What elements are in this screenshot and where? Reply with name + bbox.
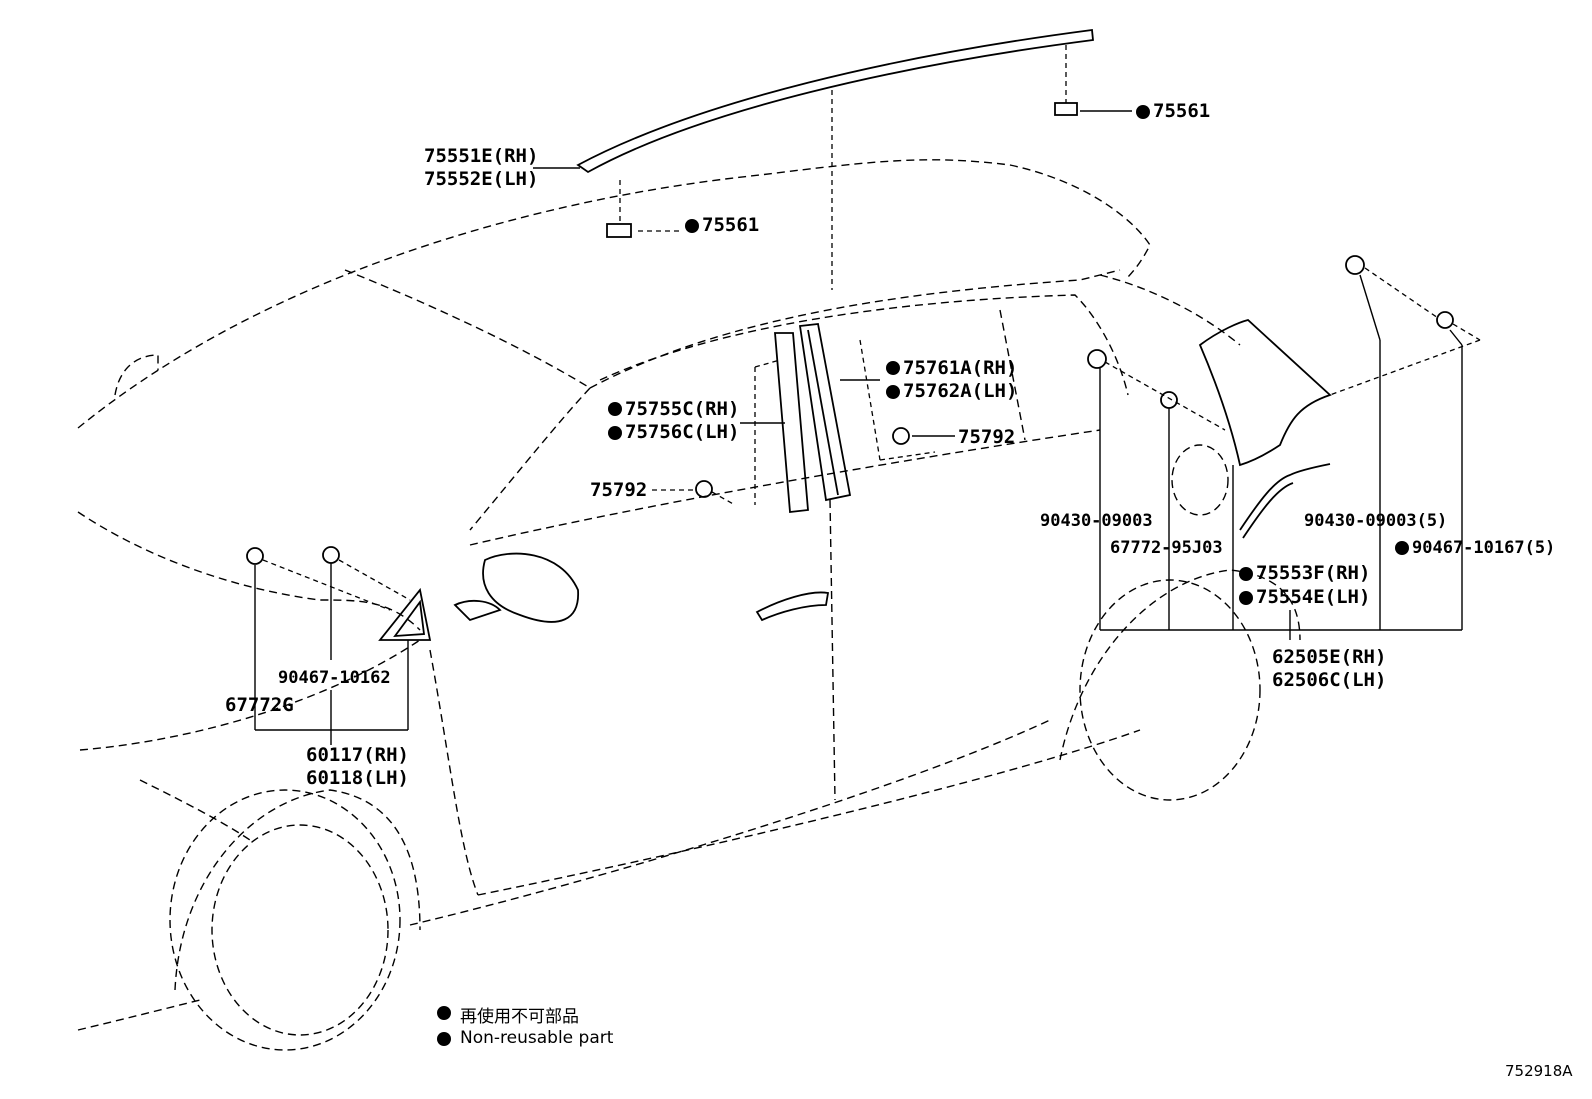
label-75792-b: 75792 — [958, 426, 1016, 448]
bullet-75756c — [608, 426, 622, 440]
dashed-connections — [262, 45, 1481, 611]
label-75554e-lh: 75554E(LH) — [1256, 586, 1371, 608]
bullet-75561-a — [685, 219, 699, 233]
label-60117-rh: 60117(RH) — [306, 744, 409, 766]
bullet-75761a — [886, 361, 900, 375]
bullet-90467-10167 — [1395, 541, 1409, 555]
bullet-75561-b — [1136, 105, 1150, 119]
label-75553f-rh: 75553F(RH) — [1256, 562, 1371, 584]
label-67772g: 67772G — [225, 694, 294, 716]
label-90467-10167-5: 90467-10167(5) — [1412, 538, 1556, 558]
legend-bullet-1 — [437, 1006, 451, 1020]
label-90430-09003: 90430-09003 — [1040, 511, 1153, 531]
label-62506c-lh: 62506C(LH) — [1272, 669, 1387, 691]
label-75561-b: 75561 — [1153, 100, 1211, 122]
label-75551e-rh: 75551E(RH) — [424, 145, 539, 167]
label-90430-09003-5: 90430-09003(5) — [1304, 511, 1448, 531]
legend-bullet-2 — [437, 1032, 451, 1046]
non-reusable-bullets — [437, 105, 1409, 1046]
leader-lines — [254, 110, 1463, 745]
label-75761a-rh: 75761A(RH) — [903, 357, 1018, 379]
car-body-outline — [77, 159, 1301, 1051]
label-75792-a: 75792 — [590, 479, 648, 501]
label-62505e-rh: 62505E(RH) — [1272, 646, 1387, 668]
label-75755c-rh: 75755C(RH) — [625, 398, 740, 420]
label-60118-lh: 60118(LH) — [306, 767, 409, 789]
diagram-ref-code: 752918A — [1505, 1062, 1573, 1080]
label-75561-a: 75561 — [702, 214, 760, 236]
label-67772-95j03: 67772-95J03 — [1110, 538, 1223, 558]
bullet-75755c — [608, 402, 622, 416]
legend-japanese: 再使用不可部品 — [460, 1007, 579, 1027]
bullet-75553f — [1239, 567, 1253, 581]
bullet-75554e — [1239, 591, 1253, 605]
label-75756c-lh: 75756C(LH) — [625, 421, 740, 443]
legend-english: Non-reusable part — [460, 1028, 614, 1048]
solid-parts — [246, 28, 1454, 641]
label-75762a-lh: 75762A(LH) — [903, 380, 1018, 402]
bullet-75762a — [886, 385, 900, 399]
label-90467-10162: 90467-10162 — [278, 668, 391, 688]
label-75552e-lh: 75552E(LH) — [424, 168, 539, 190]
